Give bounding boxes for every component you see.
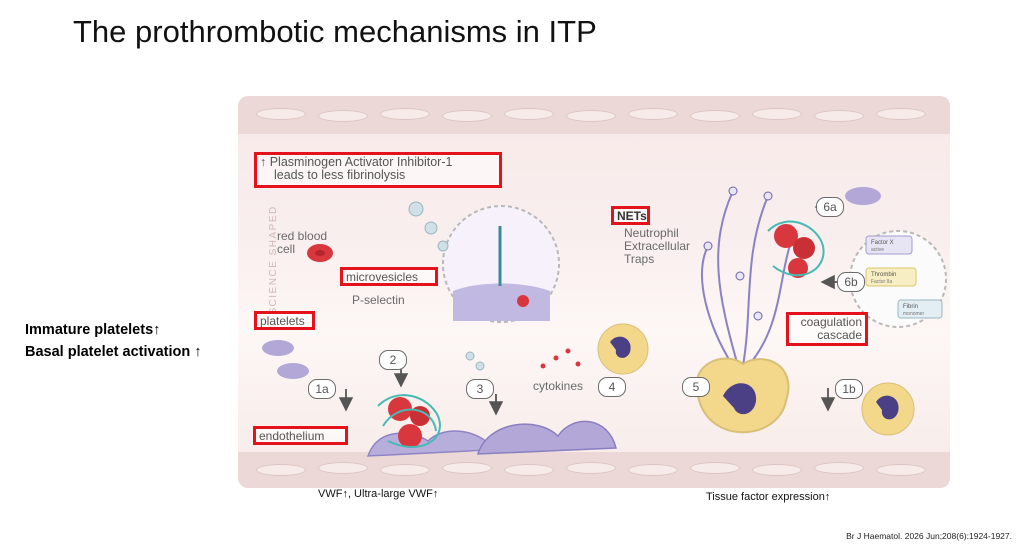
caption-vwf: VWF↑, Ultra-large VWF↑ — [318, 488, 439, 500]
thrombin-box — [865, 267, 917, 287]
platelet-membrane — [453, 283, 550, 321]
factor-x-label: Factor X — [871, 240, 894, 246]
endothelial-cell — [380, 464, 430, 476]
step-tag-5: 5 — [682, 377, 710, 397]
endothelial-cell — [690, 462, 740, 474]
endothelial-cell — [566, 110, 616, 122]
microvesicle — [475, 361, 485, 371]
factor-x-box — [865, 235, 913, 255]
endothelial-cell — [628, 464, 678, 476]
caption-tissue-factor: Tissue factor expression↑ — [706, 491, 831, 503]
endothelial-cell — [814, 110, 864, 122]
factor-iia-label: Factor IIa — [871, 279, 892, 285]
endothelial-cell — [318, 462, 368, 474]
endothelial-cell — [504, 464, 554, 476]
net-structure — [701, 186, 798, 367]
factor-x-active-label: active — [871, 247, 884, 253]
platelet — [845, 187, 881, 205]
vessel-wall-bottom — [238, 452, 950, 488]
neutrophil-nucleus — [876, 395, 899, 420]
endothelial-cell — [442, 110, 492, 122]
microvesicle — [408, 201, 424, 217]
step-tag-3: 3 — [466, 379, 494, 399]
netting-neutrophil-nucleus — [723, 383, 757, 415]
cytokine — [540, 363, 546, 369]
step-tag-6a: 6a — [816, 197, 844, 217]
microvesicle — [437, 240, 449, 252]
step-tag-4: 4 — [598, 377, 626, 397]
microvesicles-label-box: microvesicles — [340, 267, 438, 286]
nets-label-line1: Neutrophil — [624, 226, 679, 240]
diagram-artwork: Factor X active Thrombin Factor IIa Fibr… — [262, 186, 947, 457]
red-blood-cell-label-line1: red blood — [277, 229, 328, 243]
platelets-label-box: platelets — [254, 311, 315, 330]
endothelial-cell — [442, 462, 492, 474]
platelet — [277, 363, 309, 379]
endothelial-cell — [380, 108, 430, 120]
endothelial-cell — [256, 464, 306, 476]
cytokine — [575, 361, 581, 367]
vessel-wall-top — [238, 96, 950, 134]
thrombin-label: Thrombin — [871, 272, 896, 278]
endothelial-cell — [814, 462, 864, 474]
step-tag-6b: 6b — [837, 272, 865, 292]
endothelial-cell — [628, 108, 678, 120]
endothelial-cell — [566, 462, 616, 474]
red-blood-cell-center — [315, 250, 325, 256]
microvesicle-budding — [517, 295, 529, 307]
coagulation-cascade-label-box: coagulation cascade — [786, 312, 868, 346]
side-note-basal-activation: Basal platelet activation ↑ — [25, 344, 202, 360]
microvesicle — [424, 221, 438, 235]
platelet — [262, 340, 294, 356]
slide-title: The prothrombotic mechanisms in ITP — [73, 14, 597, 49]
endothelial-cell — [504, 108, 554, 120]
endothelial-cell — [752, 108, 802, 120]
fibrin-box — [897, 299, 943, 319]
endothelium-label-box: endothelium — [253, 426, 348, 445]
endothelial-cell — [256, 108, 306, 120]
red-blood-cell-label-line2: cell — [277, 242, 296, 256]
pai-label-line1: ↑ Plasminogen Activator Inhibitor-1 — [260, 155, 453, 169]
side-note-immature-platelets: Immature platelets↑ — [25, 322, 161, 338]
pai-label-line2: leads to less fibrinolysis — [274, 168, 406, 182]
citation: Br J Haematol. 2026 Jun;208(6):1924-1927… — [846, 531, 1012, 541]
watermark: © SCIENCE SHAPED — [267, 205, 279, 328]
thrombus — [377, 394, 441, 448]
microvesicle — [465, 351, 475, 361]
cytokine — [565, 348, 571, 354]
step-tag-1a: 1a — [308, 379, 336, 399]
step-tag-2: 2 — [379, 350, 407, 370]
coagulation-label-line1: coagulation — [800, 315, 862, 329]
p-selectin-label: P-selectin — [352, 293, 405, 307]
diagram-panel: Factor X active Thrombin Factor IIa Fibr… — [238, 96, 950, 488]
endothelial-cell — [752, 464, 802, 476]
fibrin-label: Fibrin — [903, 304, 918, 310]
monomer-label: monomer — [903, 311, 924, 317]
nets-label-box: NETs — [611, 206, 650, 225]
endothelial-cell — [318, 110, 368, 122]
nets-label-line3: Traps — [624, 252, 655, 266]
nets-label-line2: Extracellular — [624, 239, 691, 253]
endothelial-cell — [690, 110, 740, 122]
step-tag-1b: 1b — [835, 379, 863, 399]
red-blood-cell-label: red blood cell — [277, 230, 327, 256]
activated-endothelium — [476, 420, 617, 455]
neutrophil-extracellular-traps-label: Neutrophil Extracellular Traps — [624, 227, 690, 266]
fibrin-clot — [767, 220, 825, 278]
cytokine — [553, 355, 559, 361]
endothelial-cell — [876, 108, 926, 120]
endothelial-cell — [876, 464, 926, 476]
neutrophil-nucleus — [610, 336, 631, 358]
cytokines-label: cytokines — [533, 379, 584, 393]
coagulation-label-line2: cascade — [817, 328, 862, 342]
pai-label-box: ↑ Plasminogen Activator Inhibitor-1 lead… — [254, 152, 502, 188]
